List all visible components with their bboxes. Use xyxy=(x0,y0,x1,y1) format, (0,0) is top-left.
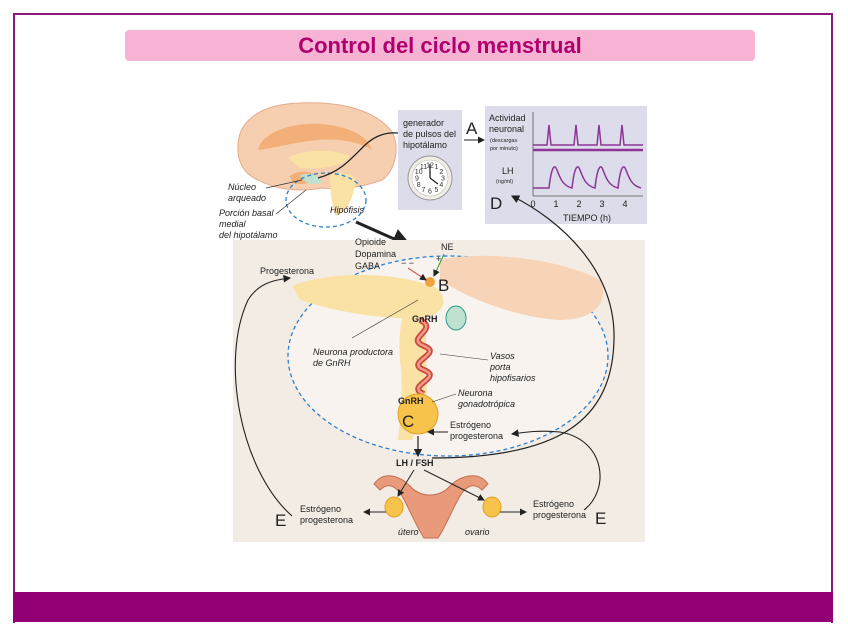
estrogeno-left-2: progesterona xyxy=(300,515,353,525)
activity-trace xyxy=(533,124,643,146)
generator-text-3: hipotálamo xyxy=(403,140,447,150)
nucleo-label-1: Núcleo xyxy=(228,182,256,192)
neurona-gonado-1: Neurona xyxy=(458,388,493,398)
estrogeno-center-1: Estrógeno xyxy=(450,420,491,430)
porcion-label-2: medial xyxy=(219,219,247,229)
tiempo-label: TIEMPO (h) xyxy=(563,213,611,223)
vasos-label-1: Vasos xyxy=(490,351,515,361)
porcion-label-1: Porción basal xyxy=(219,208,275,218)
clock-number: 3 xyxy=(441,176,445,183)
clock-number: 4 xyxy=(439,182,443,189)
hypothalamus-outline xyxy=(285,172,367,228)
estrogeno-left-1: Estrógeno xyxy=(300,504,341,514)
slide-frame xyxy=(13,13,833,623)
ne-label: NE xyxy=(441,242,454,252)
neurona-gonado-2: gonadotrópica xyxy=(458,399,515,409)
letter-a: A xyxy=(466,119,478,138)
actividad-sub-2: por minuto) xyxy=(490,146,518,152)
letter-e-left: E xyxy=(275,511,286,530)
lh-label: LH xyxy=(502,166,514,176)
clock-number: 5 xyxy=(435,187,439,194)
letter-d: D xyxy=(490,194,502,213)
lhfsh-label: LH / FSH xyxy=(396,458,434,468)
estrogeno-right-2: progesterona xyxy=(533,510,586,520)
progesterona-label: Progesterona xyxy=(260,266,314,276)
time-tick-label: 0 xyxy=(530,199,535,209)
minus-signs: − − xyxy=(401,258,414,268)
vasos-label-3: hipofisarios xyxy=(490,373,536,383)
dopamina-label: Dopamina xyxy=(355,249,396,259)
time-tick-label: 2 xyxy=(576,199,581,209)
letter-c: C xyxy=(402,412,414,431)
clock-icon: 111212345678910 xyxy=(407,155,453,201)
hipofisis-label: Hipófisis xyxy=(330,205,365,215)
lh-unit: (ng/ml) xyxy=(496,179,513,185)
letter-b: B xyxy=(438,276,449,295)
time-tick-label: 1 xyxy=(553,199,558,209)
actividad-label-1: Actividad xyxy=(489,113,526,123)
clock-number: 9 xyxy=(415,176,419,183)
clock-number: 1 xyxy=(435,164,439,171)
lh-trace xyxy=(533,166,642,189)
neurona-productora-1: Neurona productora xyxy=(313,347,393,357)
footer-bar xyxy=(13,592,833,622)
time-tick-label: 4 xyxy=(622,199,627,209)
progesterone-feedback-arrow xyxy=(234,274,293,517)
porcion-label-3: del hipotálamo xyxy=(219,230,278,240)
utero-label: útero xyxy=(398,527,419,537)
slide-title: Control del ciclo menstrual xyxy=(298,32,582,58)
clock-number: 7 xyxy=(422,187,426,194)
lh-to-panel-d-arrow xyxy=(431,195,615,459)
gnrh-top-label: GnRH xyxy=(412,314,438,324)
actividad-label-2: neuronal xyxy=(489,124,524,134)
brain-to-generator-arrow xyxy=(317,132,399,179)
panel-d-pulses: Actividad neuronal (descargas por minuto… xyxy=(485,106,647,224)
vasos-label-2: porta xyxy=(489,362,511,372)
time-tick-label: 3 xyxy=(599,199,604,209)
estrogeno-center-2: progesterona xyxy=(450,431,503,441)
gnrh-bottom-label: GnRH xyxy=(398,396,424,406)
neurona-productora-2: de GnRH xyxy=(313,358,351,368)
clock-number: 11 xyxy=(420,164,427,171)
panel-a-generator: generador de pulsos del hipotálamo 11121… xyxy=(398,110,462,210)
generator-text-1: generador xyxy=(403,118,444,128)
actividad-sub-1: (descargas xyxy=(490,138,517,144)
ovario-label: ovario xyxy=(465,527,490,537)
clock-number: 8 xyxy=(417,182,421,189)
estrogeno-right-1: Estrógeno xyxy=(533,499,574,509)
clock-number: 10 xyxy=(415,169,423,176)
generator-text-2: de pulsos del xyxy=(403,129,456,139)
clock-number: 6 xyxy=(428,189,432,196)
hypothalamic-detail-panel xyxy=(233,240,645,542)
opioide-label: Opioide xyxy=(355,237,386,247)
gaba-label: GABA xyxy=(355,261,380,271)
plus-signs: + xyxy=(436,254,441,264)
title-banner: Control del ciclo menstrual xyxy=(125,30,755,61)
nucleo-label-2: arqueado xyxy=(228,193,266,203)
clock-number: 2 xyxy=(439,169,443,176)
letter-e-right: E xyxy=(595,509,606,528)
